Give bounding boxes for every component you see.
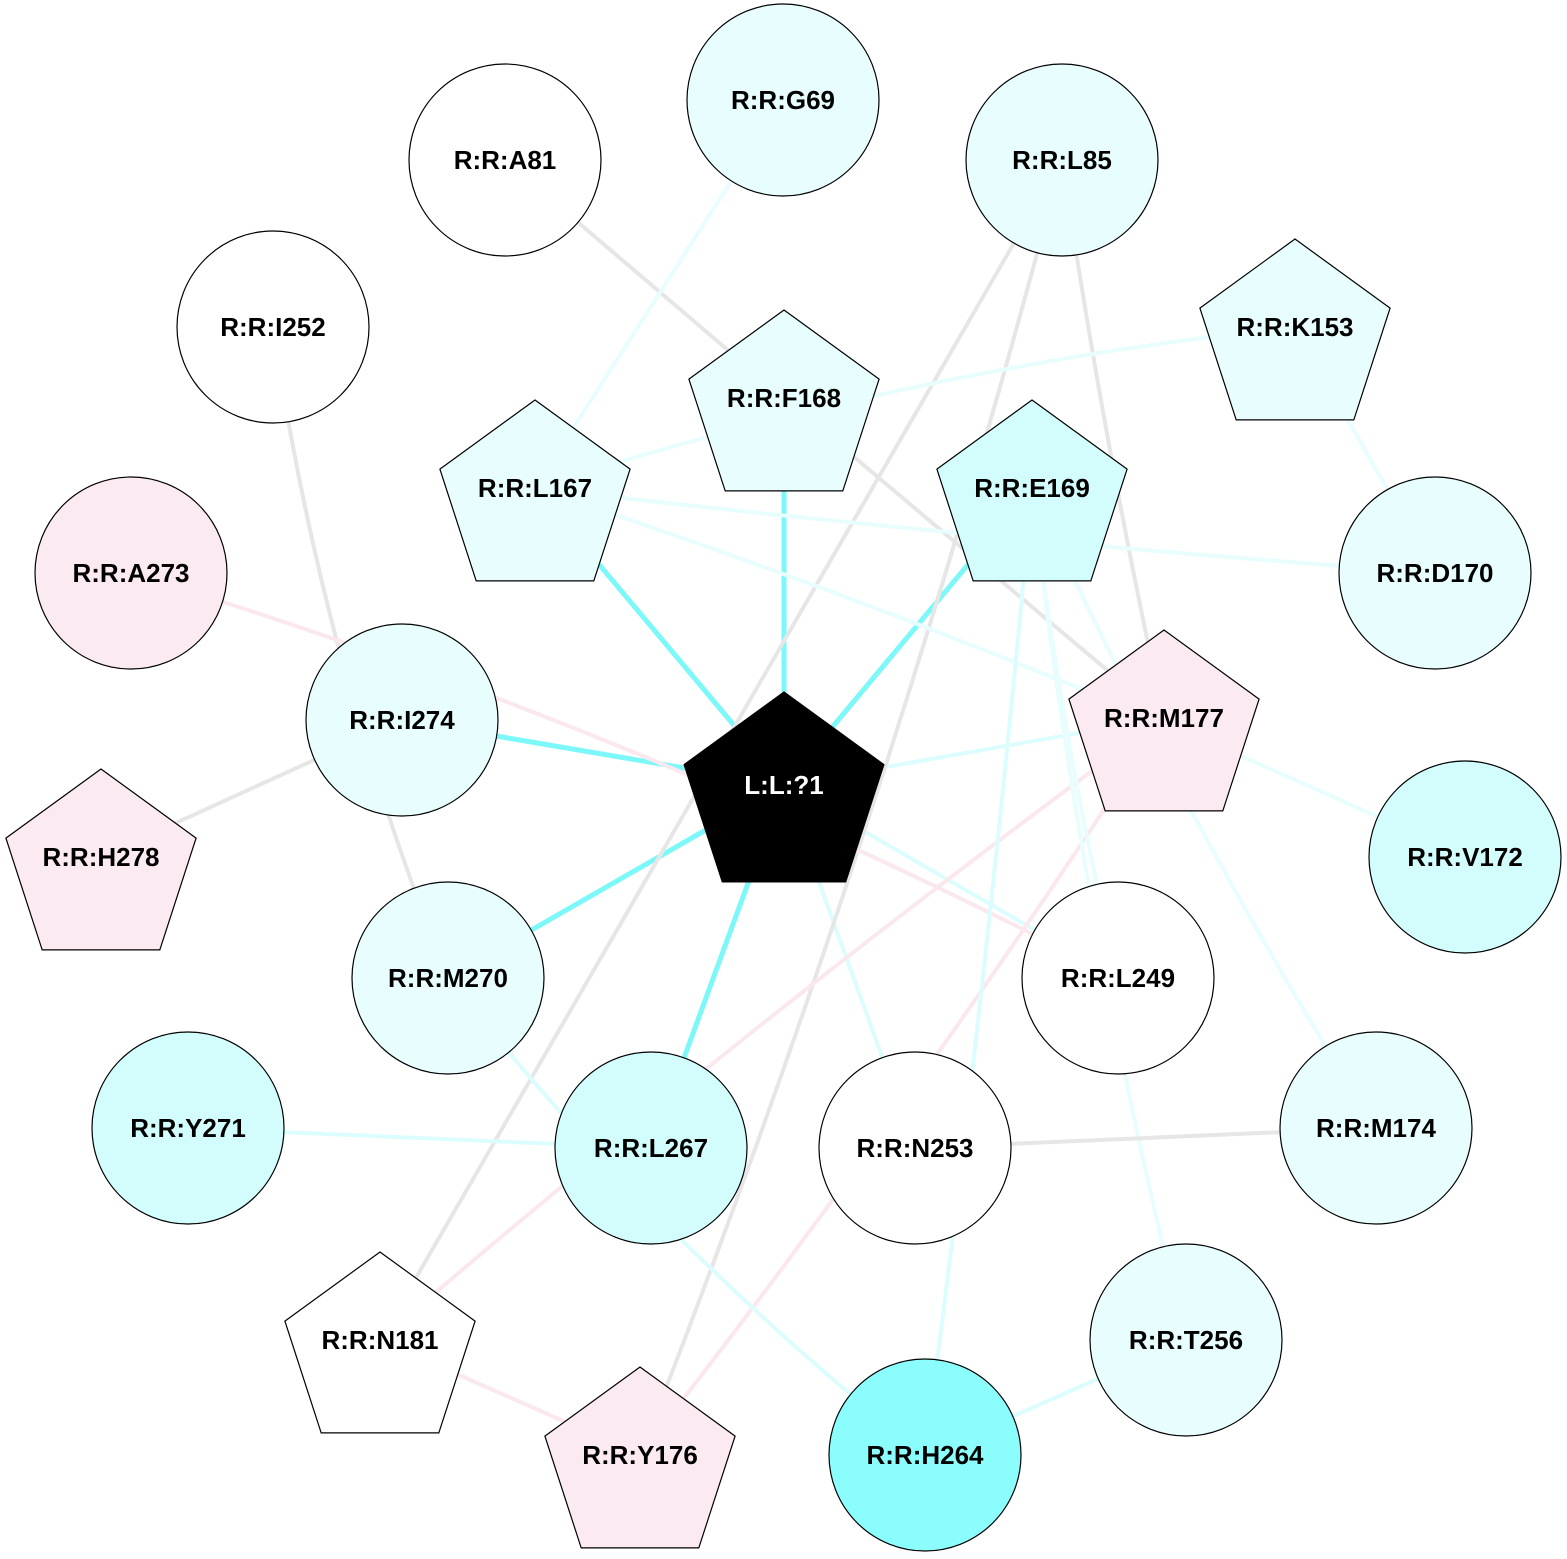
node-n253: R:R:N253 [818,1051,1012,1245]
node-f168-pentagon [688,309,880,492]
node-m174-label: R:R:M174 [1316,1113,1436,1143]
node-m270-label: R:R:M270 [388,963,508,993]
edge-e169-m174 [1030,486,1378,1130]
node-a273: R:R:A273 [34,476,228,670]
node-i252: R:R:I252 [176,230,370,424]
node-d170-label: R:R:D170 [1376,558,1493,588]
node-e169-label: R:R:E169 [974,473,1090,503]
node-lig: L:L:?1 [683,691,885,883]
node-h264-label: R:R:H264 [866,1440,984,1470]
node-n181-pentagon [284,1251,476,1434]
node-m174-circle [1279,1031,1473,1225]
node-v172-label: R:R:V172 [1407,842,1523,872]
node-y271-label: R:R:Y271 [130,1113,246,1143]
node-e169-pentagon [936,399,1128,582]
node-m270-circle [351,881,545,1075]
node-d170: R:R:D170 [1338,476,1532,670]
edge-l167-v172 [533,486,1467,859]
node-l85: R:R:L85 [965,63,1159,257]
node-i274-label: R:R:I274 [349,705,455,735]
node-l249-circle [1021,881,1215,1075]
node-k153-label: R:R:K153 [1236,312,1353,342]
node-t256-circle [1089,1243,1283,1437]
node-k153-pentagon [1199,238,1391,421]
node-h278-label: R:R:H278 [42,842,159,872]
node-m177-pentagon [1068,629,1260,812]
node-n253-circle [818,1051,1012,1245]
node-h278: R:R:H278 [5,768,197,951]
node-l85-label: R:R:L85 [1012,145,1112,175]
node-h278-pentagon [5,768,197,951]
node-g69-label: R:R:G69 [731,85,835,115]
node-i252-label: R:R:I252 [220,312,325,342]
node-f168: R:R:F168 [688,309,880,492]
node-l267-label: R:R:L267 [594,1133,708,1163]
node-y176-label: R:R:Y176 [582,1440,698,1470]
node-l167-pentagon [439,399,631,582]
node-n253-label: R:R:N253 [856,1133,973,1163]
node-n181-label: R:R:N181 [321,1325,438,1355]
node-m177: R:R:M177 [1068,629,1260,812]
node-m177-label: R:R:M177 [1104,703,1224,733]
node-v172: R:R:V172 [1368,760,1562,954]
node-i274-circle [305,623,499,817]
node-a81-circle [408,63,602,257]
node-i274: R:R:I274 [305,623,499,817]
node-y176-pentagon [544,1366,736,1549]
node-a273-label: R:R:A273 [72,558,189,588]
node-g69-circle [686,3,880,197]
node-a81-label: R:R:A81 [454,145,557,175]
node-h264-circle [828,1358,1022,1552]
node-y271-circle [91,1031,285,1225]
node-e169: R:R:E169 [936,399,1128,582]
edge-l85-y176 [638,158,1064,1457]
node-f168-label: R:R:F168 [727,383,841,413]
node-l267: R:R:L267 [554,1051,748,1245]
node-a81: R:R:A81 [408,63,602,257]
node-d170-circle [1338,476,1532,670]
edge-m177-n181 [378,716,1166,1342]
edge-a273-l249 [129,571,1120,980]
node-v172-circle [1368,760,1562,954]
node-k153: R:R:K153 [1199,238,1391,421]
node-h264: R:R:H264 [828,1358,1022,1552]
node-t256-label: R:R:T256 [1129,1325,1243,1355]
node-m270: R:R:M270 [351,881,545,1075]
node-y176: R:R:Y176 [544,1366,736,1549]
node-m174: R:R:M174 [1279,1031,1473,1225]
node-lig-pentagon [683,691,885,883]
node-l167-label: R:R:L167 [478,473,592,503]
node-t256: R:R:T256 [1089,1243,1283,1437]
edge-k153-l167 [533,325,1297,490]
node-lig-label: L:L:?1 [744,770,823,800]
edge-e169-h264 [923,486,1034,1457]
node-l167: R:R:L167 [439,399,631,582]
node-i252-circle [176,230,370,424]
node-a273-circle [34,476,228,670]
node-l249: R:R:L249 [1021,881,1215,1075]
node-n181: R:R:N181 [284,1251,476,1434]
node-l249-label: R:R:L249 [1061,963,1175,993]
node-l267-circle [554,1051,748,1245]
node-y271: R:R:Y271 [91,1031,285,1225]
node-l85-circle [965,63,1159,257]
node-g69: R:R:G69 [686,3,880,197]
